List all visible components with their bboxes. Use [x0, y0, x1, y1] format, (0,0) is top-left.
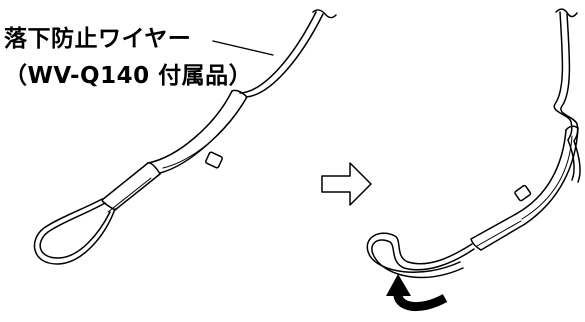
right-ferrule	[470, 213, 526, 251]
right-arrow-icon	[321, 162, 372, 206]
twist-direction-icon	[386, 274, 448, 312]
left-wire	[239, 9, 337, 98]
left-wire-loop	[33, 198, 116, 265]
right-long-sleeve	[515, 125, 579, 225]
right-wire	[553, 8, 581, 183]
left-ferrule	[101, 162, 161, 213]
callout-leader-line	[212, 40, 274, 56]
left-clamp-ring	[205, 151, 223, 169]
wire-accessory-note: （WV-Q140 付属品）	[4, 63, 253, 89]
left-long-sleeve	[147, 89, 248, 174]
wire-name-label: 落下防止ワイヤー	[4, 26, 192, 52]
right-clamp-ring	[514, 184, 532, 202]
right-wire-loop	[366, 232, 475, 279]
